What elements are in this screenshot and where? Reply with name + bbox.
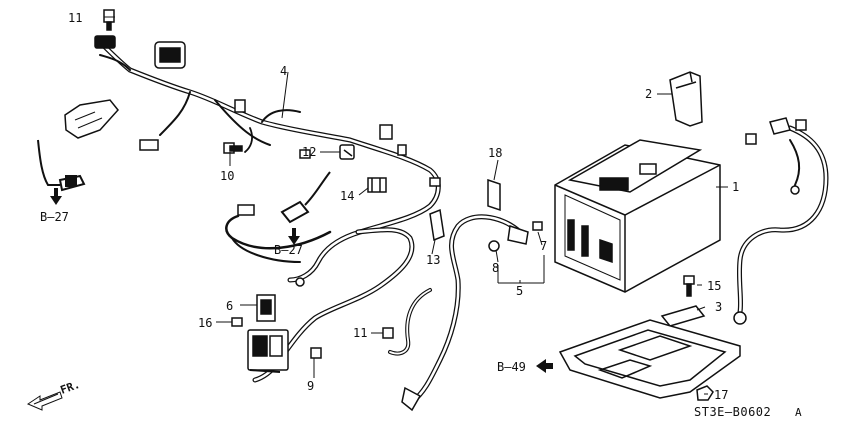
ref-b49: B–49 — [497, 360, 526, 374]
battery-clamp — [669, 71, 703, 127]
positive-terminals — [733, 117, 807, 325]
ref-arrows — [50, 188, 553, 373]
sensor-lead — [37, 139, 86, 192]
front-marker-label: FR. — [59, 378, 82, 397]
harness-connectors — [64, 35, 305, 287]
wire-harness — [97, 39, 441, 383]
callout-15: 15 — [707, 279, 721, 293]
diagram-code-suffix: A — [795, 406, 802, 419]
callout-17: 17 — [714, 388, 728, 402]
bolt-11-top — [103, 9, 115, 31]
diagram-code: ST3E–B0602 — [694, 405, 771, 419]
nut-17 — [696, 385, 714, 401]
callout-16: 16 — [198, 316, 212, 330]
callout-1: 1 — [732, 180, 739, 194]
battery — [554, 139, 721, 293]
tray-hardware — [660, 275, 706, 327]
positive-cable — [736, 125, 829, 315]
callout-11-bottom: 11 — [353, 326, 367, 340]
ground-hardware — [382, 178, 543, 412]
center-plug — [280, 171, 331, 224]
callout-13: 13 — [426, 253, 440, 267]
callout-18: 18 — [488, 146, 502, 160]
callout-3: 3 — [715, 300, 722, 314]
callout-14: 14 — [340, 189, 354, 203]
harness-clips — [234, 99, 441, 187]
callout-11-top: 11 — [68, 11, 82, 25]
callout-9: 9 — [307, 379, 314, 393]
callout-4: 4 — [280, 64, 287, 78]
callout-6: 6 — [226, 299, 233, 313]
callout-7: 7 — [540, 239, 547, 253]
ref-b27-left: B–27 — [40, 210, 69, 224]
ref-b27-center: B–27 — [274, 243, 303, 257]
leader-lines — [104, 16, 728, 395]
callout-8: 8 — [492, 261, 499, 275]
clamps-12-14 — [339, 144, 387, 193]
battery-tray — [558, 319, 741, 399]
callout-12: 12 — [302, 145, 316, 159]
ground-cable — [388, 214, 523, 405]
callout-5: 5 — [516, 284, 523, 298]
bolt-10 — [223, 142, 243, 154]
fuse-box — [231, 294, 322, 373]
callout-10: 10 — [220, 169, 234, 183]
callout-2: 2 — [645, 87, 652, 101]
front-arrow-icon — [26, 391, 63, 411]
